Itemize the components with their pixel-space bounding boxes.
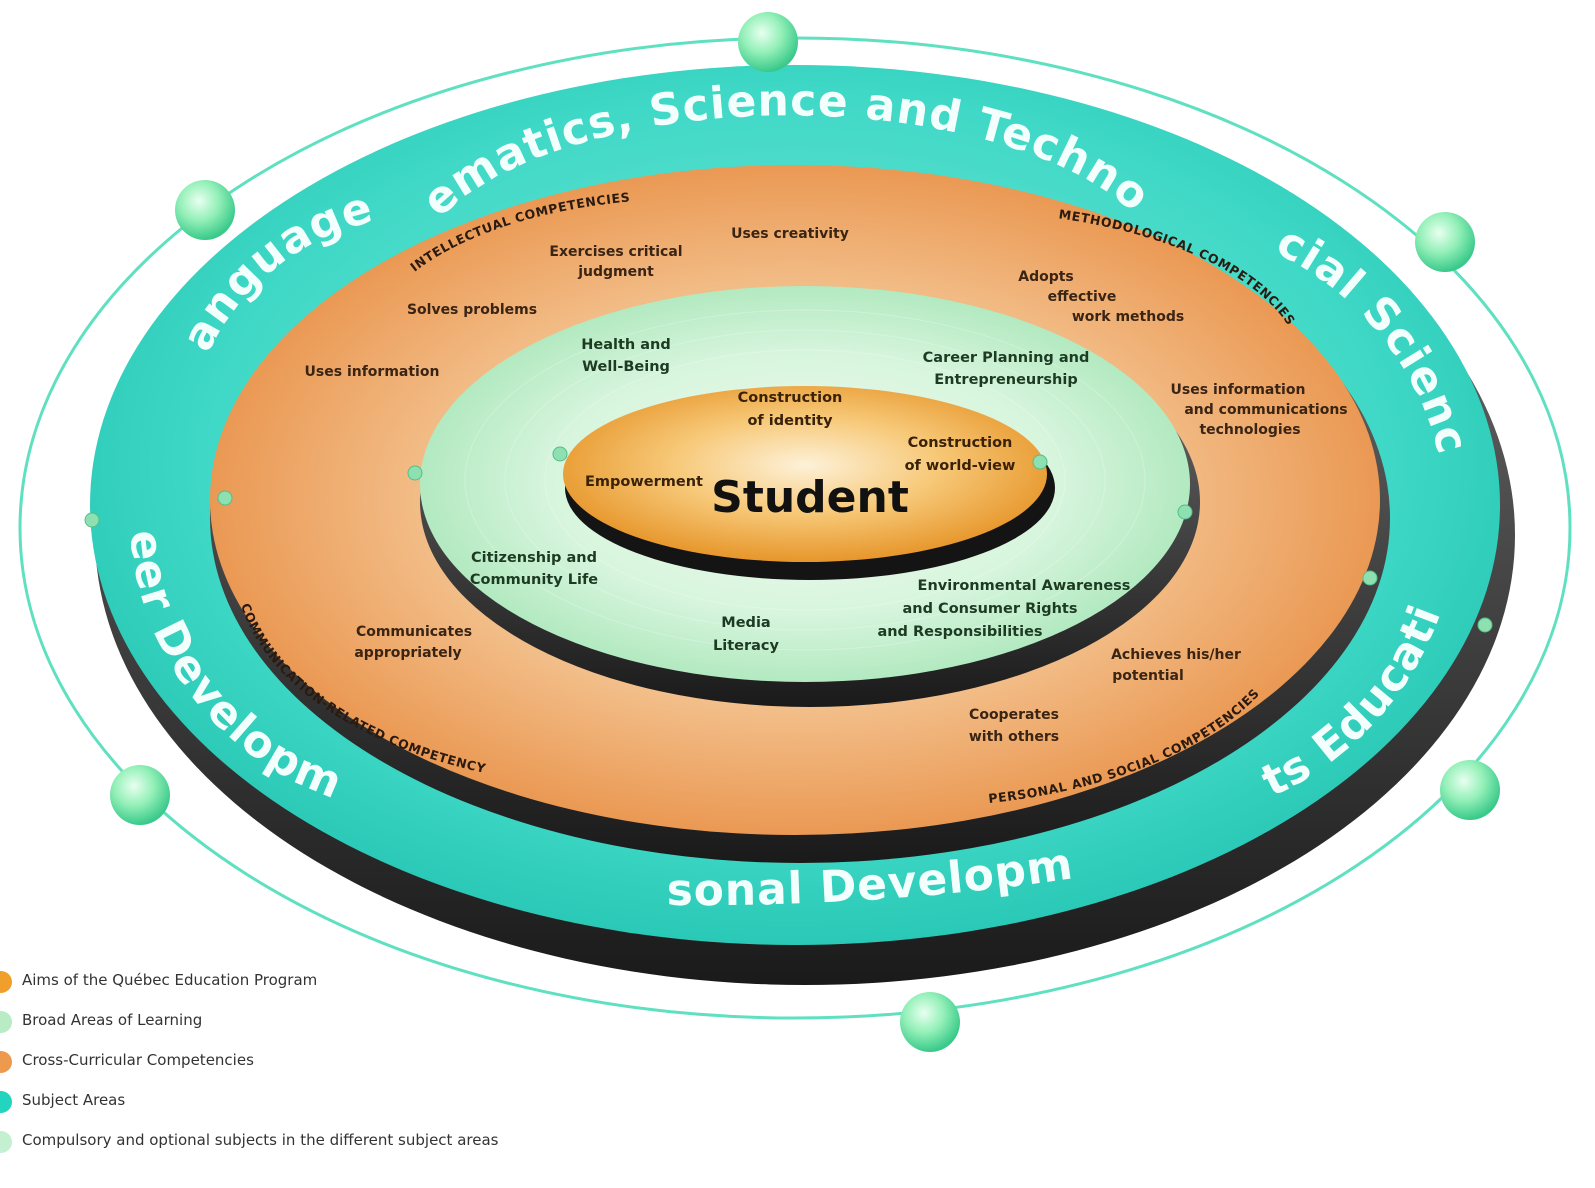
- orbit-node: [110, 765, 170, 825]
- orbit-node: [175, 180, 235, 240]
- broad-area-health: Health and: [581, 337, 671, 353]
- sprout-decorations: [84, 446, 1493, 633]
- competency-work-methods: Adopts: [1018, 269, 1074, 285]
- legend-swatch-broad-areas: [0, 1011, 12, 1033]
- competency-work-methods: work methods: [1072, 309, 1184, 325]
- aim-world-view: of world-view: [905, 458, 1016, 474]
- legend-item-competencies: Cross-Curricular Competencies: [0, 1045, 700, 1085]
- competency-solves-problems: Solves problems: [407, 302, 537, 318]
- orbit-node: [1415, 212, 1475, 272]
- competency-uses-creativity: Uses creativity: [731, 226, 849, 242]
- legend-item-aims: Aims of the Québec Education Program: [0, 965, 700, 1005]
- competency-achieves-potential: Achieves his/her: [1111, 647, 1241, 663]
- center-label-student: Student: [711, 472, 909, 523]
- competency-critical-judgment: judgment: [577, 264, 654, 280]
- competency-achieves-potential: potential: [1112, 668, 1184, 684]
- broad-area-citizenship: Community Life: [470, 572, 598, 588]
- legend-swatch-aims: [0, 971, 12, 993]
- ring-texture: [464, 309, 1146, 651]
- broad-area-environment: Environmental Awareness: [918, 578, 1131, 594]
- orbit-nodes: [110, 12, 1500, 1052]
- legend-label: Aims of the Québec Education Program: [22, 971, 318, 989]
- broad-area-environment: and Consumer Rights: [903, 601, 1078, 617]
- legend: Aims of the Québec Education Program Bro…: [0, 965, 700, 1165]
- legend-label: Subject Areas: [22, 1091, 126, 1109]
- competency-cooperates: Cooperates: [969, 707, 1059, 723]
- legend-label: Compulsory and optional subjects in the …: [22, 1131, 499, 1149]
- orbit-node: [1440, 760, 1500, 820]
- broad-area-media-literacy: Media: [721, 615, 770, 631]
- broad-area-citizenship: Citizenship and: [471, 550, 597, 566]
- legend-item-subjects: Compulsory and optional subjects in the …: [0, 1125, 700, 1165]
- legend-swatch-subjects: [0, 1131, 12, 1153]
- legend-label: Cross-Curricular Competencies: [22, 1051, 254, 1069]
- competency-ict: and communications: [1184, 402, 1347, 418]
- competency-ict: Uses information: [1171, 382, 1306, 398]
- aim-identity: of identity: [747, 413, 833, 429]
- competency-communicates: appropriately: [354, 645, 461, 661]
- competency-critical-judgment: Exercises critical: [549, 244, 682, 260]
- orbit-node: [738, 12, 798, 72]
- legend-item-subject-areas: Subject Areas: [0, 1085, 700, 1125]
- legend-swatch-subject-areas: [0, 1091, 12, 1113]
- broad-area-career-planning: Career Planning and: [923, 350, 1090, 366]
- broad-area-health: Well-Being: [582, 359, 670, 375]
- competency-cooperates: with others: [969, 729, 1059, 745]
- legend-label: Broad Areas of Learning: [22, 1011, 203, 1029]
- aim-world-view: Construction: [908, 435, 1013, 451]
- legend-swatch-competencies: [0, 1051, 12, 1073]
- orbit-node: [900, 992, 960, 1052]
- broad-area-career-planning: Entrepreneurship: [934, 372, 1077, 388]
- broad-area-media-literacy: Literacy: [713, 638, 780, 654]
- legend-item-broad-areas: Broad Areas of Learning: [0, 1005, 700, 1045]
- competency-work-methods: effective: [1048, 289, 1117, 305]
- aim-empowerment: Empowerment: [585, 474, 703, 490]
- broad-area-environment: and Responsibilities: [877, 624, 1042, 640]
- aim-identity: Construction: [738, 390, 843, 406]
- competency-uses-information: Uses information: [305, 364, 440, 380]
- competency-ict: technologies: [1199, 422, 1300, 438]
- competency-communicates: Communicates: [356, 624, 472, 640]
- aims-core: [563, 386, 1047, 562]
